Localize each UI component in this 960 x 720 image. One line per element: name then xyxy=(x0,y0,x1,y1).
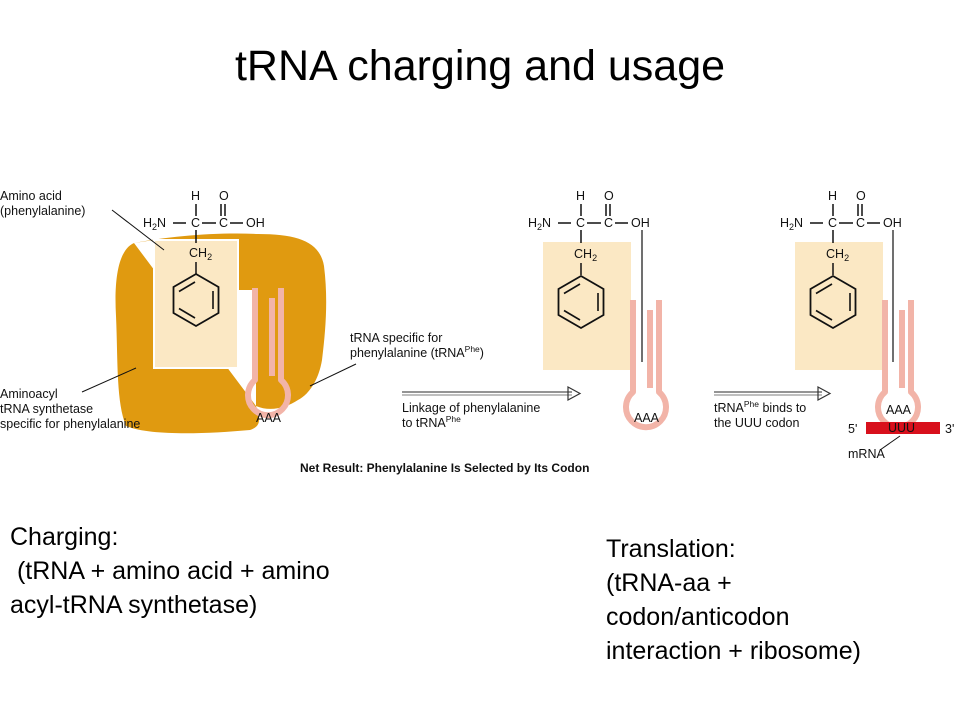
svg-text:O: O xyxy=(604,189,614,203)
svg-text:O: O xyxy=(219,189,229,203)
arrow-linkage xyxy=(402,385,582,402)
charging-caption: Charging: (tRNA + amino acid + amino acy… xyxy=(10,523,330,619)
trna-diagram: H O H2N C C OH CH2 AAA Amino acid(phenyl… xyxy=(0,170,960,490)
svg-text:UUU: UUU xyxy=(888,421,915,435)
svg-text:H: H xyxy=(191,189,200,203)
svg-text:C: C xyxy=(191,216,200,230)
diagram-svg: H O H2N C C OH CH2 AAA Amino acid(phenyl… xyxy=(0,189,954,475)
svg-text:5': 5' xyxy=(848,422,857,436)
amino-acid-highlight-2 xyxy=(543,242,631,370)
svg-text:H2N: H2N xyxy=(780,216,803,232)
svg-text:C: C xyxy=(604,216,613,230)
svg-text:AAA: AAA xyxy=(886,403,912,417)
svg-text:O: O xyxy=(856,189,866,203)
svg-text:H: H xyxy=(828,189,837,203)
svg-text:OH: OH xyxy=(883,216,902,230)
phenylalanine-molecule-1: H O H2N C C OH CH2 xyxy=(143,189,265,327)
svg-text:C: C xyxy=(576,216,585,230)
svg-text:CH2: CH2 xyxy=(189,246,212,262)
mrna-strand: UUU 5' 3' mRNA xyxy=(848,421,954,461)
svg-text:AAA: AAA xyxy=(634,411,660,425)
svg-text:3': 3' xyxy=(945,422,954,436)
svg-text:CH2: CH2 xyxy=(826,247,849,263)
svg-text:C: C xyxy=(856,216,865,230)
amino-acid-highlight-3 xyxy=(795,242,883,370)
phenylalanine-molecule-2: H O H2N C C OH CH2 xyxy=(528,189,650,362)
svg-text:CH2: CH2 xyxy=(574,247,597,263)
svg-text:C: C xyxy=(828,216,837,230)
trna-3: AAA xyxy=(878,300,918,427)
trna-1: AAA xyxy=(248,288,288,425)
trna-2: AAA xyxy=(626,300,666,427)
svg-text:mRNA: mRNA xyxy=(848,447,885,461)
svg-text:OH: OH xyxy=(631,216,650,230)
label-amino-acid: Amino acid(phenylalanine) xyxy=(0,189,85,218)
svg-text:OH: OH xyxy=(246,216,265,230)
net-result-label: Net Result: Phenylalanine Is Selected by… xyxy=(300,461,589,475)
amino-acid-highlight xyxy=(154,240,238,368)
slide-title: tRNA charging and usage xyxy=(234,42,726,90)
arrow-binds xyxy=(714,385,832,402)
phenylalanine-molecule-3: H O H2N C C OH CH2 xyxy=(780,189,902,362)
svg-text:H2N: H2N xyxy=(528,216,551,232)
svg-text:H2N: H2N xyxy=(143,216,166,232)
translation-caption: Translation: (tRNA-aa + codon/anticodon … xyxy=(606,535,861,665)
svg-text:C: C xyxy=(219,216,228,230)
svg-text:H: H xyxy=(576,189,585,203)
svg-text:AAA: AAA xyxy=(256,411,282,425)
